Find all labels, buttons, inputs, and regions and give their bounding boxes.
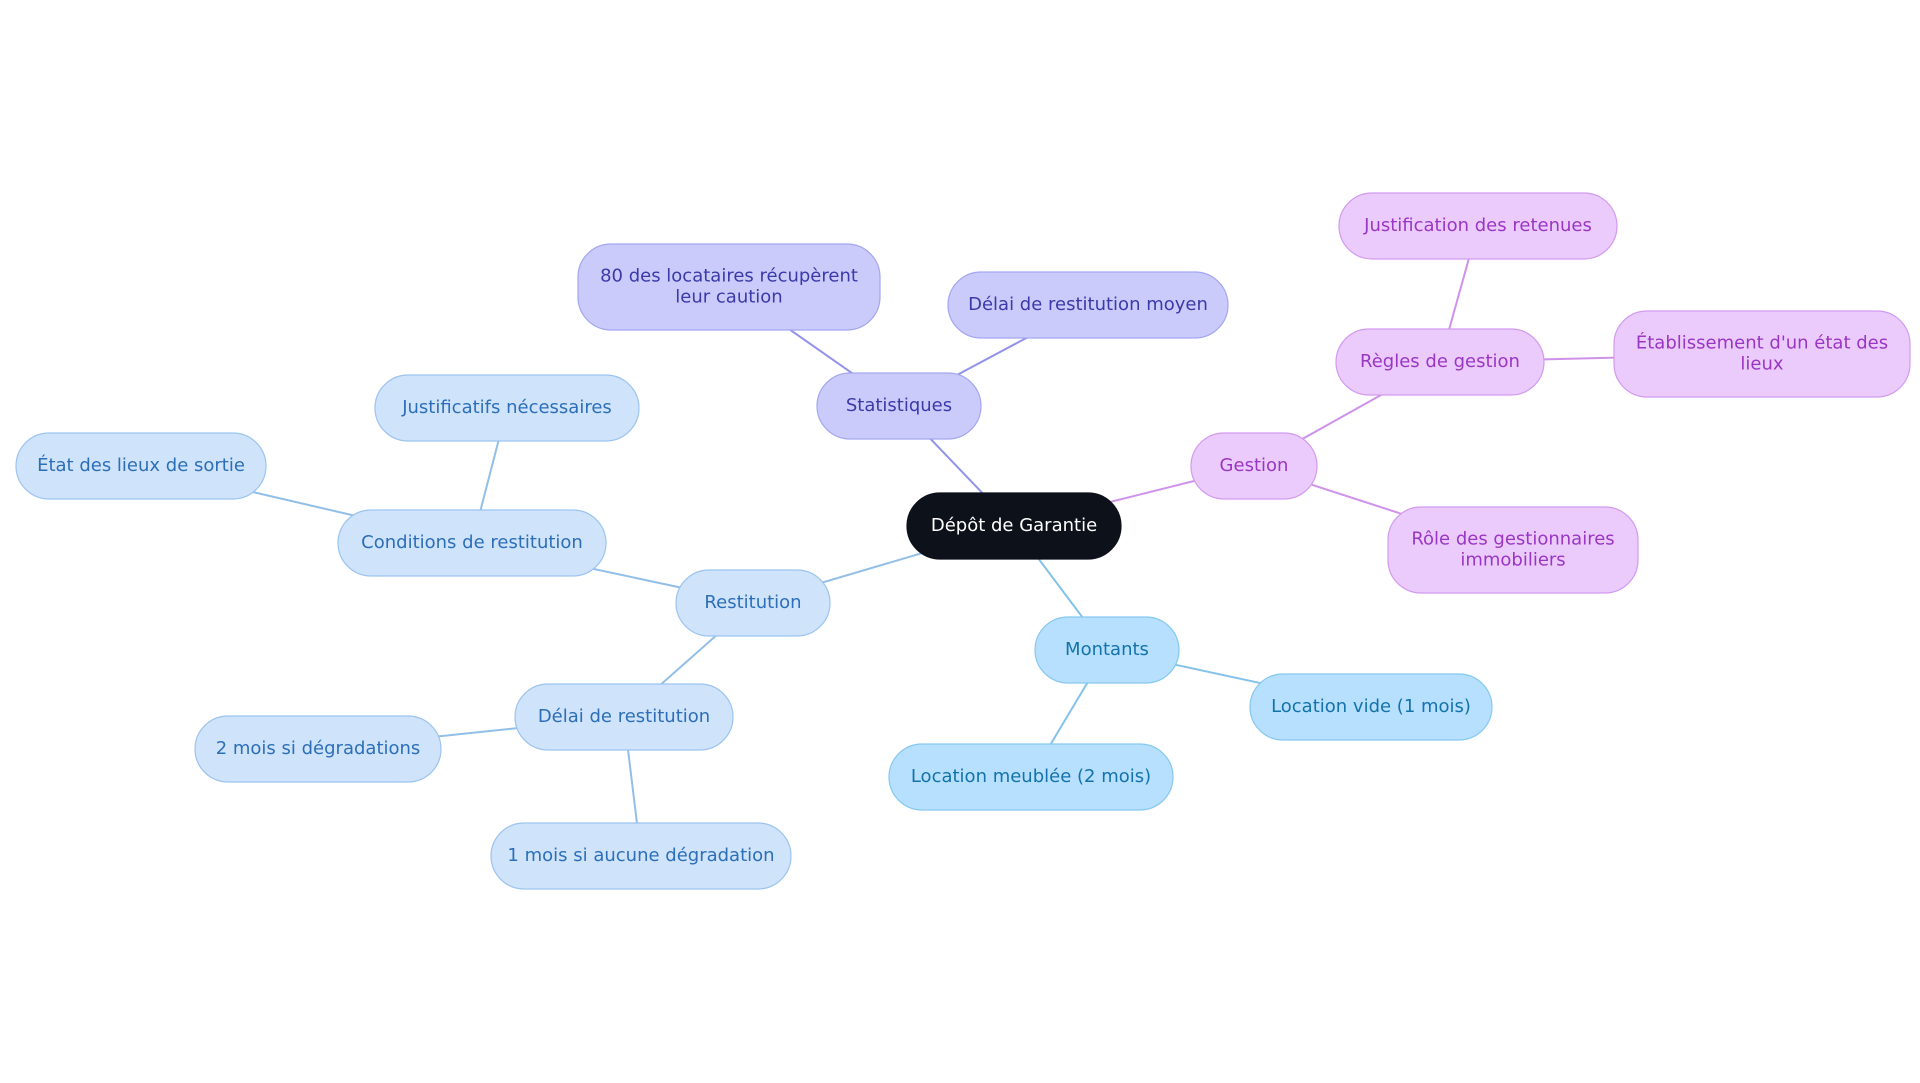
node-label-stat-80-line-2: leur caution (675, 287, 782, 308)
node-label-location-vide: Location vide (1 mois) (1271, 696, 1471, 717)
node-label-location-meublee: Location meublée (2 mois) (911, 766, 1151, 787)
node-location-vide[interactable]: Location vide (1 mois) (1249, 673, 1493, 741)
node-label-stat-80-line-1: 80 des locataires récupèrent (600, 266, 858, 287)
node-label-delai-restitution: Délai de restitution (538, 706, 710, 727)
node-root[interactable]: Dépôt de Garantie (906, 492, 1122, 560)
node-label-stat-delai: Délai de restitution moyen (968, 294, 1208, 315)
node-restitution[interactable]: Restitution (675, 569, 831, 637)
node-shape-deux-mois (194, 715, 442, 783)
mindmap-nodes: Dépôt de Garantie Statistiques 80 des loca… (15, 192, 1911, 890)
node-label-root: Dépôt de Garantie (931, 515, 1097, 536)
node-shape-stat-80 (577, 243, 881, 331)
node-etat-sortie[interactable]: État des lieux de sortie (15, 432, 267, 500)
node-label-etat-lieux-line-2: lieux (1740, 354, 1783, 375)
node-shape-stat-delai (947, 271, 1229, 339)
node-label-etat-sortie: État des lieux de sortie (37, 454, 245, 476)
node-montants[interactable]: Montants (1034, 616, 1180, 684)
node-shape-location-meublee (888, 743, 1174, 811)
node-label-montants: Montants (1065, 639, 1149, 660)
node-shape-justificatifs (374, 374, 640, 442)
node-un-mois[interactable]: 1 mois si aucune dégradation (490, 822, 792, 890)
node-shape-conditions (337, 509, 607, 577)
node-delai-restitution[interactable]: Délai de restitution (514, 683, 734, 751)
node-deux-mois[interactable]: 2 mois si dégradations (194, 715, 442, 783)
node-shape-role-gestionnaires (1387, 506, 1639, 594)
node-label-deux-mois: 2 mois si dégradations (216, 738, 421, 759)
node-gestion[interactable]: Gestion (1190, 432, 1318, 500)
node-label-etat-lieux-line-1: Établissement d'un état des (1636, 332, 1888, 354)
node-justificatifs[interactable]: Justificatifs nécessaires (374, 374, 640, 442)
node-conditions[interactable]: Conditions de restitution (337, 509, 607, 577)
node-shape-montants (1034, 616, 1180, 684)
node-justif-retenues[interactable]: Justification des retenues (1338, 192, 1618, 260)
node-location-meublee[interactable]: Location meublée (2 mois) (888, 743, 1174, 811)
node-label-un-mois: 1 mois si aucune dégradation (507, 845, 774, 866)
node-shape-un-mois (490, 822, 792, 890)
node-shape-location-vide (1249, 673, 1493, 741)
node-statistiques[interactable]: Statistiques (816, 372, 982, 440)
node-label-conditions: Conditions de restitution (361, 532, 583, 553)
node-shape-root (906, 492, 1122, 560)
node-shape-etat-lieux (1613, 310, 1911, 398)
node-stat-delai[interactable]: Délai de restitution moyen (947, 271, 1229, 339)
node-shape-restitution (675, 569, 831, 637)
node-label-gestion: Gestion (1220, 455, 1289, 476)
node-shape-regles (1335, 328, 1545, 396)
node-label-justificatifs: Justificatifs nécessaires (401, 397, 612, 418)
node-shape-etat-sortie (15, 432, 267, 500)
node-label-restitution: Restitution (704, 592, 801, 613)
node-label-justif-retenues: Justification des retenues (1363, 215, 1592, 236)
node-shape-delai-restitution (514, 683, 734, 751)
node-regles[interactable]: Règles de gestion (1335, 328, 1545, 396)
node-label-role-gestionnaires-line-1: Rôle des gestionnaires (1411, 529, 1614, 550)
node-label-role-gestionnaires-line-2: immobiliers (1460, 550, 1565, 571)
node-shape-statistiques (816, 372, 982, 440)
node-shape-justif-retenues (1338, 192, 1618, 260)
node-shape-gestion (1190, 432, 1318, 500)
node-label-regles: Règles de gestion (1360, 351, 1520, 372)
node-label-statistiques: Statistiques (846, 395, 952, 416)
